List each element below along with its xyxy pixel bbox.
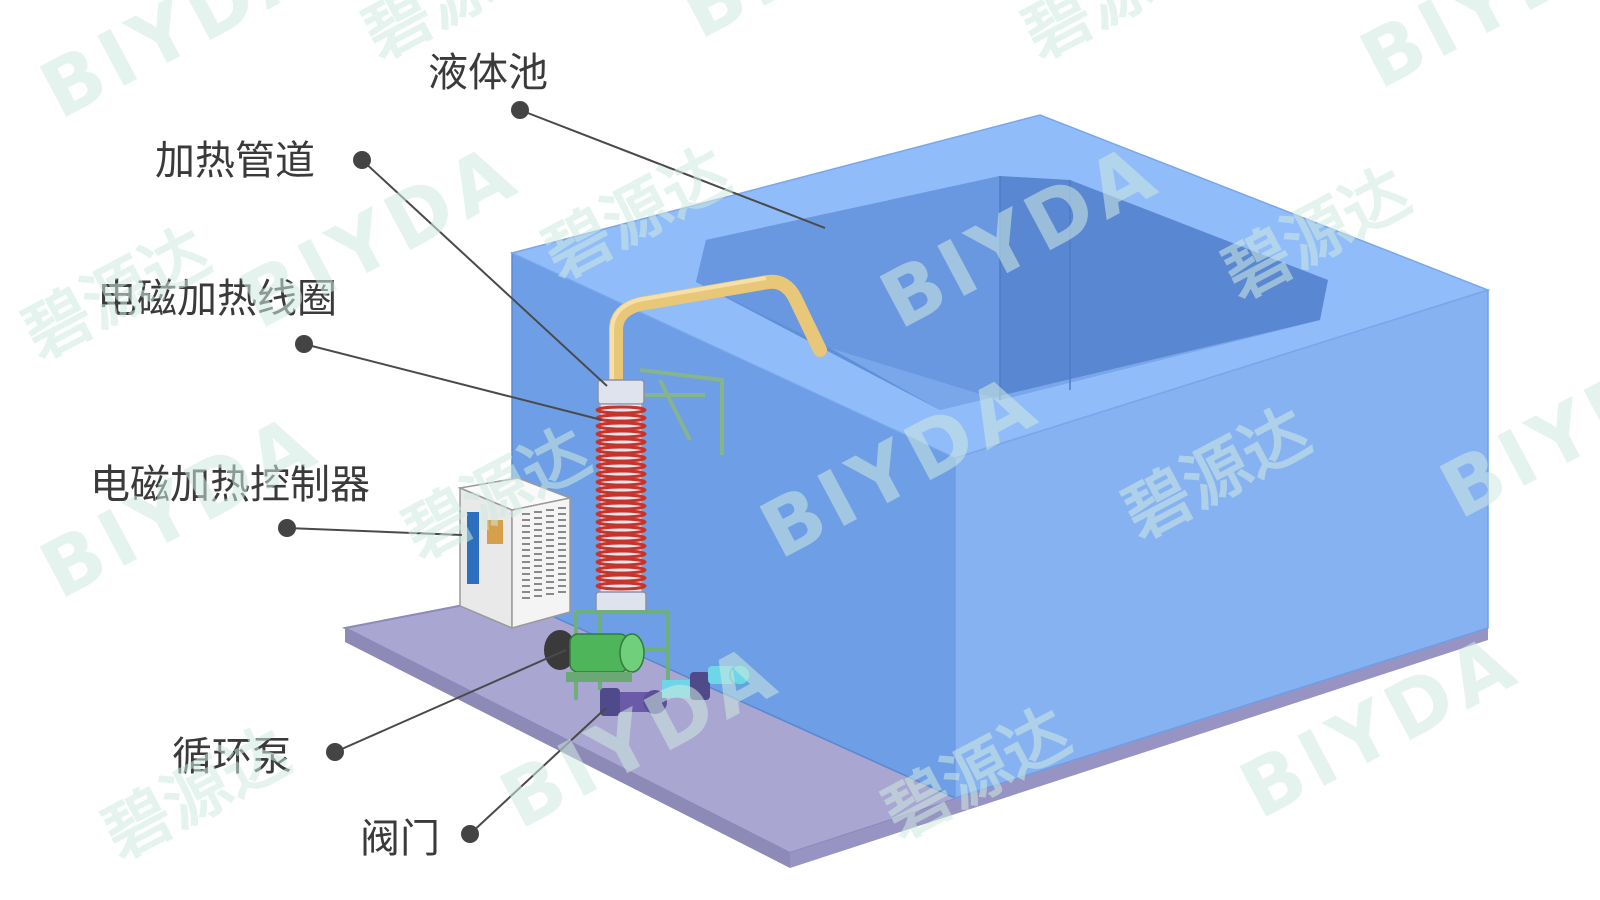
coil-ring — [595, 477, 647, 487]
coil-ring — [595, 509, 647, 519]
svg-text:BIYDA: BIYDA — [1347, 0, 1600, 107]
callout-tank: 液体池 — [428, 50, 826, 229]
label-pump: 循环泵 — [172, 734, 292, 780]
base-plate-edge-right — [790, 625, 1488, 868]
tank-inner-floor — [830, 320, 1320, 410]
svg-text:BIYDA: BIYDA — [27, 0, 334, 137]
callout-pipe: 加热管道 — [155, 138, 608, 387]
watermark: BIYDA — [667, 0, 974, 57]
electromagnetic-heating-controller — [457, 477, 573, 630]
callout-coil: 电磁加热线圈 — [97, 276, 603, 421]
label-valve: 阀门 — [360, 816, 440, 862]
coil-ring — [595, 517, 647, 527]
coil-ring — [595, 421, 647, 431]
coil-ring — [595, 453, 647, 463]
callout-pump: 循环泵 — [172, 649, 567, 780]
coil-ring — [595, 501, 647, 511]
coil-ring — [595, 533, 647, 543]
coil-ring — [595, 565, 647, 575]
coil-ring — [595, 493, 647, 503]
controller-panel — [467, 512, 479, 584]
heating-pipe — [609, 274, 827, 387]
coil-ring — [595, 573, 647, 583]
coil-ring — [595, 581, 647, 591]
watermark: BIYDA — [1347, 0, 1600, 107]
label-heating-pipe: 加热管道 — [155, 138, 315, 184]
coil-ring — [595, 437, 647, 447]
circulation-pump — [544, 630, 645, 682]
callout-marker-coil — [295, 335, 313, 353]
callout-marker-tank — [511, 101, 529, 119]
callout-marker-valve — [461, 825, 479, 843]
label-coil: 电磁加热线圈 — [97, 276, 337, 322]
watermark: 碧源达 — [1011, 0, 1222, 74]
callout-controller: 电磁加热控制器 — [90, 462, 463, 537]
coil-ring — [595, 429, 647, 439]
base-plate-edge — [345, 628, 790, 868]
label-controller: 电磁加热控制器 — [90, 462, 370, 508]
callout-marker-controller — [278, 519, 296, 537]
callout-marker-pipe — [353, 151, 371, 169]
watermark: 碧源达 — [11, 213, 222, 374]
coil-ring — [595, 541, 647, 551]
svg-text:碧源达: 碧源达 — [1011, 0, 1222, 74]
controller-display — [487, 520, 503, 544]
watermark: BIYDA — [27, 0, 334, 137]
coil-ring — [595, 549, 647, 559]
heating-pipe-highlight — [610, 276, 767, 380]
coil-ring — [595, 525, 647, 535]
coil-ring — [595, 405, 647, 415]
callout-valve: 阀门 — [360, 707, 607, 862]
coil-bottom-flange — [595, 591, 647, 613]
label-tank: 液体池 — [428, 50, 548, 96]
svg-text:BIYDA: BIYDA — [667, 0, 974, 57]
coil-ring — [595, 469, 647, 479]
wall-bracket — [639, 368, 724, 455]
coil-ring — [595, 461, 647, 471]
coil-ring — [595, 557, 647, 567]
coil-ring — [595, 445, 647, 455]
tank-inner-wall-right — [1000, 176, 1328, 400]
controller-vents — [522, 507, 566, 599]
callout-marker-pump — [326, 743, 344, 761]
tank-inner-wall-left — [696, 176, 1000, 400]
svg-text:碧源达: 碧源达 — [11, 213, 222, 374]
coil-ring — [595, 485, 647, 495]
